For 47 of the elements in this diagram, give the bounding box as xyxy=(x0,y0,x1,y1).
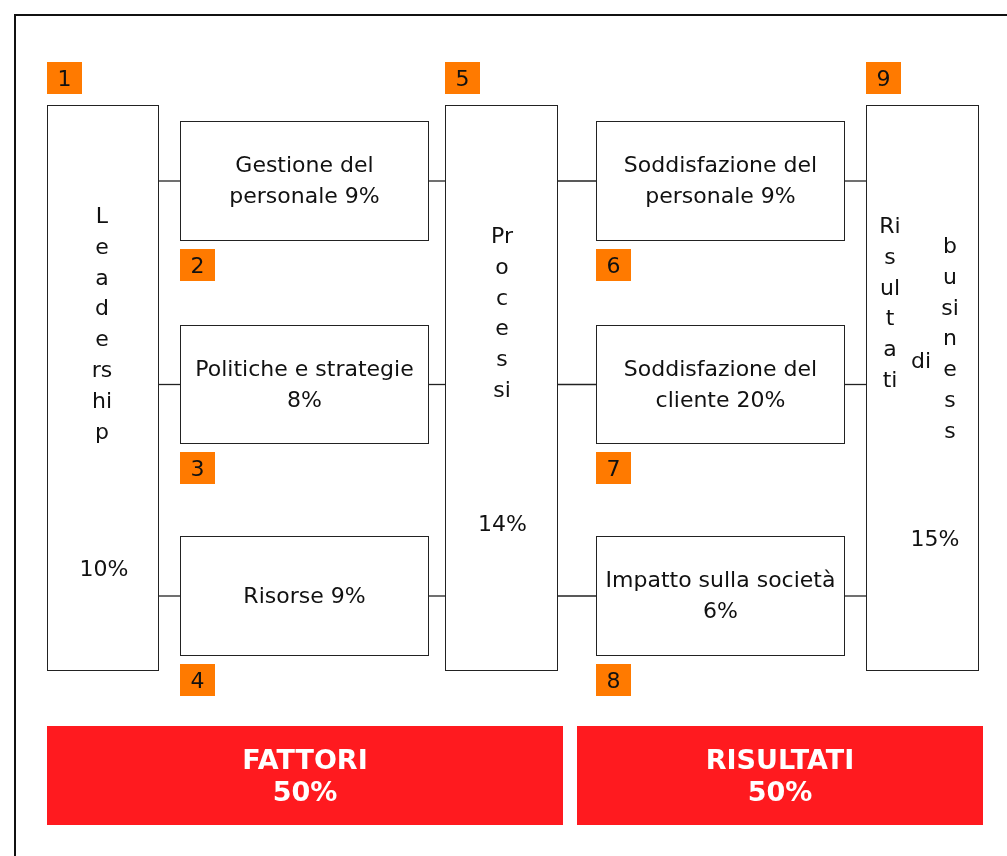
box-label: Soddisfazione del cliente 20% xyxy=(622,354,819,414)
box-label: Impatto sulla società 6% xyxy=(605,566,836,625)
vertical-label: Leadership xyxy=(91,202,113,446)
vertical-label: business xyxy=(940,232,960,445)
connector-line xyxy=(557,383,597,386)
process-box xyxy=(180,325,429,444)
percentage-label: 14% xyxy=(477,511,528,536)
callout-number: 3 xyxy=(180,452,215,484)
process-box xyxy=(596,325,845,444)
connector-line xyxy=(844,383,867,386)
connector-line xyxy=(158,383,181,386)
box-label: RISULTATI 50% xyxy=(705,744,855,807)
callout-number: 7 xyxy=(596,452,631,484)
vertical-label: di xyxy=(910,347,932,375)
connector-line xyxy=(158,595,181,597)
callout-number: 5 xyxy=(445,62,480,94)
box-label: Risorse 9% xyxy=(243,581,366,610)
process-box xyxy=(596,536,845,656)
percentage-label: 10% xyxy=(78,556,130,581)
callout-number: 2 xyxy=(180,249,215,281)
callout-number: 1 xyxy=(47,62,82,94)
column-box xyxy=(445,105,558,671)
box-label: Gestione del personale 9% xyxy=(228,151,381,210)
connector-line xyxy=(428,180,446,182)
box-label: Soddisfazione del personale 9% xyxy=(622,151,819,210)
callout-number: 4 xyxy=(180,664,215,696)
column-box xyxy=(47,105,159,671)
box-label: Politiche e strategie 8% xyxy=(194,354,415,414)
summary-band xyxy=(47,726,563,825)
connector-line xyxy=(158,180,181,182)
percentage-label: 15% xyxy=(909,526,961,551)
connector-line xyxy=(557,595,597,597)
box-label: FATTORI 50% xyxy=(241,744,369,807)
callout-number: 6 xyxy=(596,249,631,281)
process-box xyxy=(596,121,845,241)
vertical-label: Risultati xyxy=(879,212,901,394)
connector-line xyxy=(844,180,867,182)
connector-line xyxy=(844,595,867,597)
callout-number: 9 xyxy=(866,62,901,94)
connector-line xyxy=(428,595,446,597)
callout-number: 8 xyxy=(596,664,631,696)
column-box xyxy=(866,105,979,671)
process-box xyxy=(180,536,429,656)
vertical-label: Processi xyxy=(491,222,513,404)
connector-line xyxy=(557,180,597,182)
process-box xyxy=(180,121,429,241)
summary-band xyxy=(577,726,983,825)
